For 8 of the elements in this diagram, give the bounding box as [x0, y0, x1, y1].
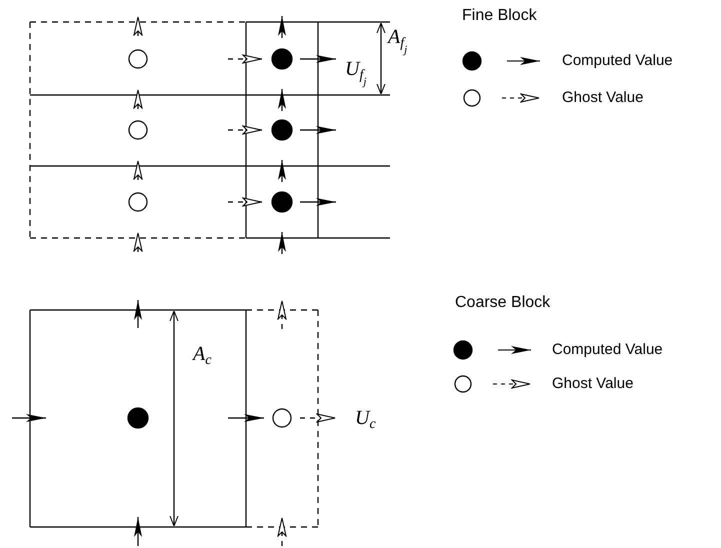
- heading: Fine Block: [462, 8, 537, 24]
- legend-label: Computed Value: [552, 342, 663, 357]
- legend-label: Computed Value: [562, 53, 673, 68]
- variable-label: U$_{c}$: [355, 408, 376, 432]
- variable-label: A$_{c}$: [193, 344, 212, 368]
- heading: Coarse Block: [455, 295, 550, 311]
- legend-label: Ghost Value: [562, 90, 644, 105]
- legend-label: Ghost Value: [552, 376, 634, 391]
